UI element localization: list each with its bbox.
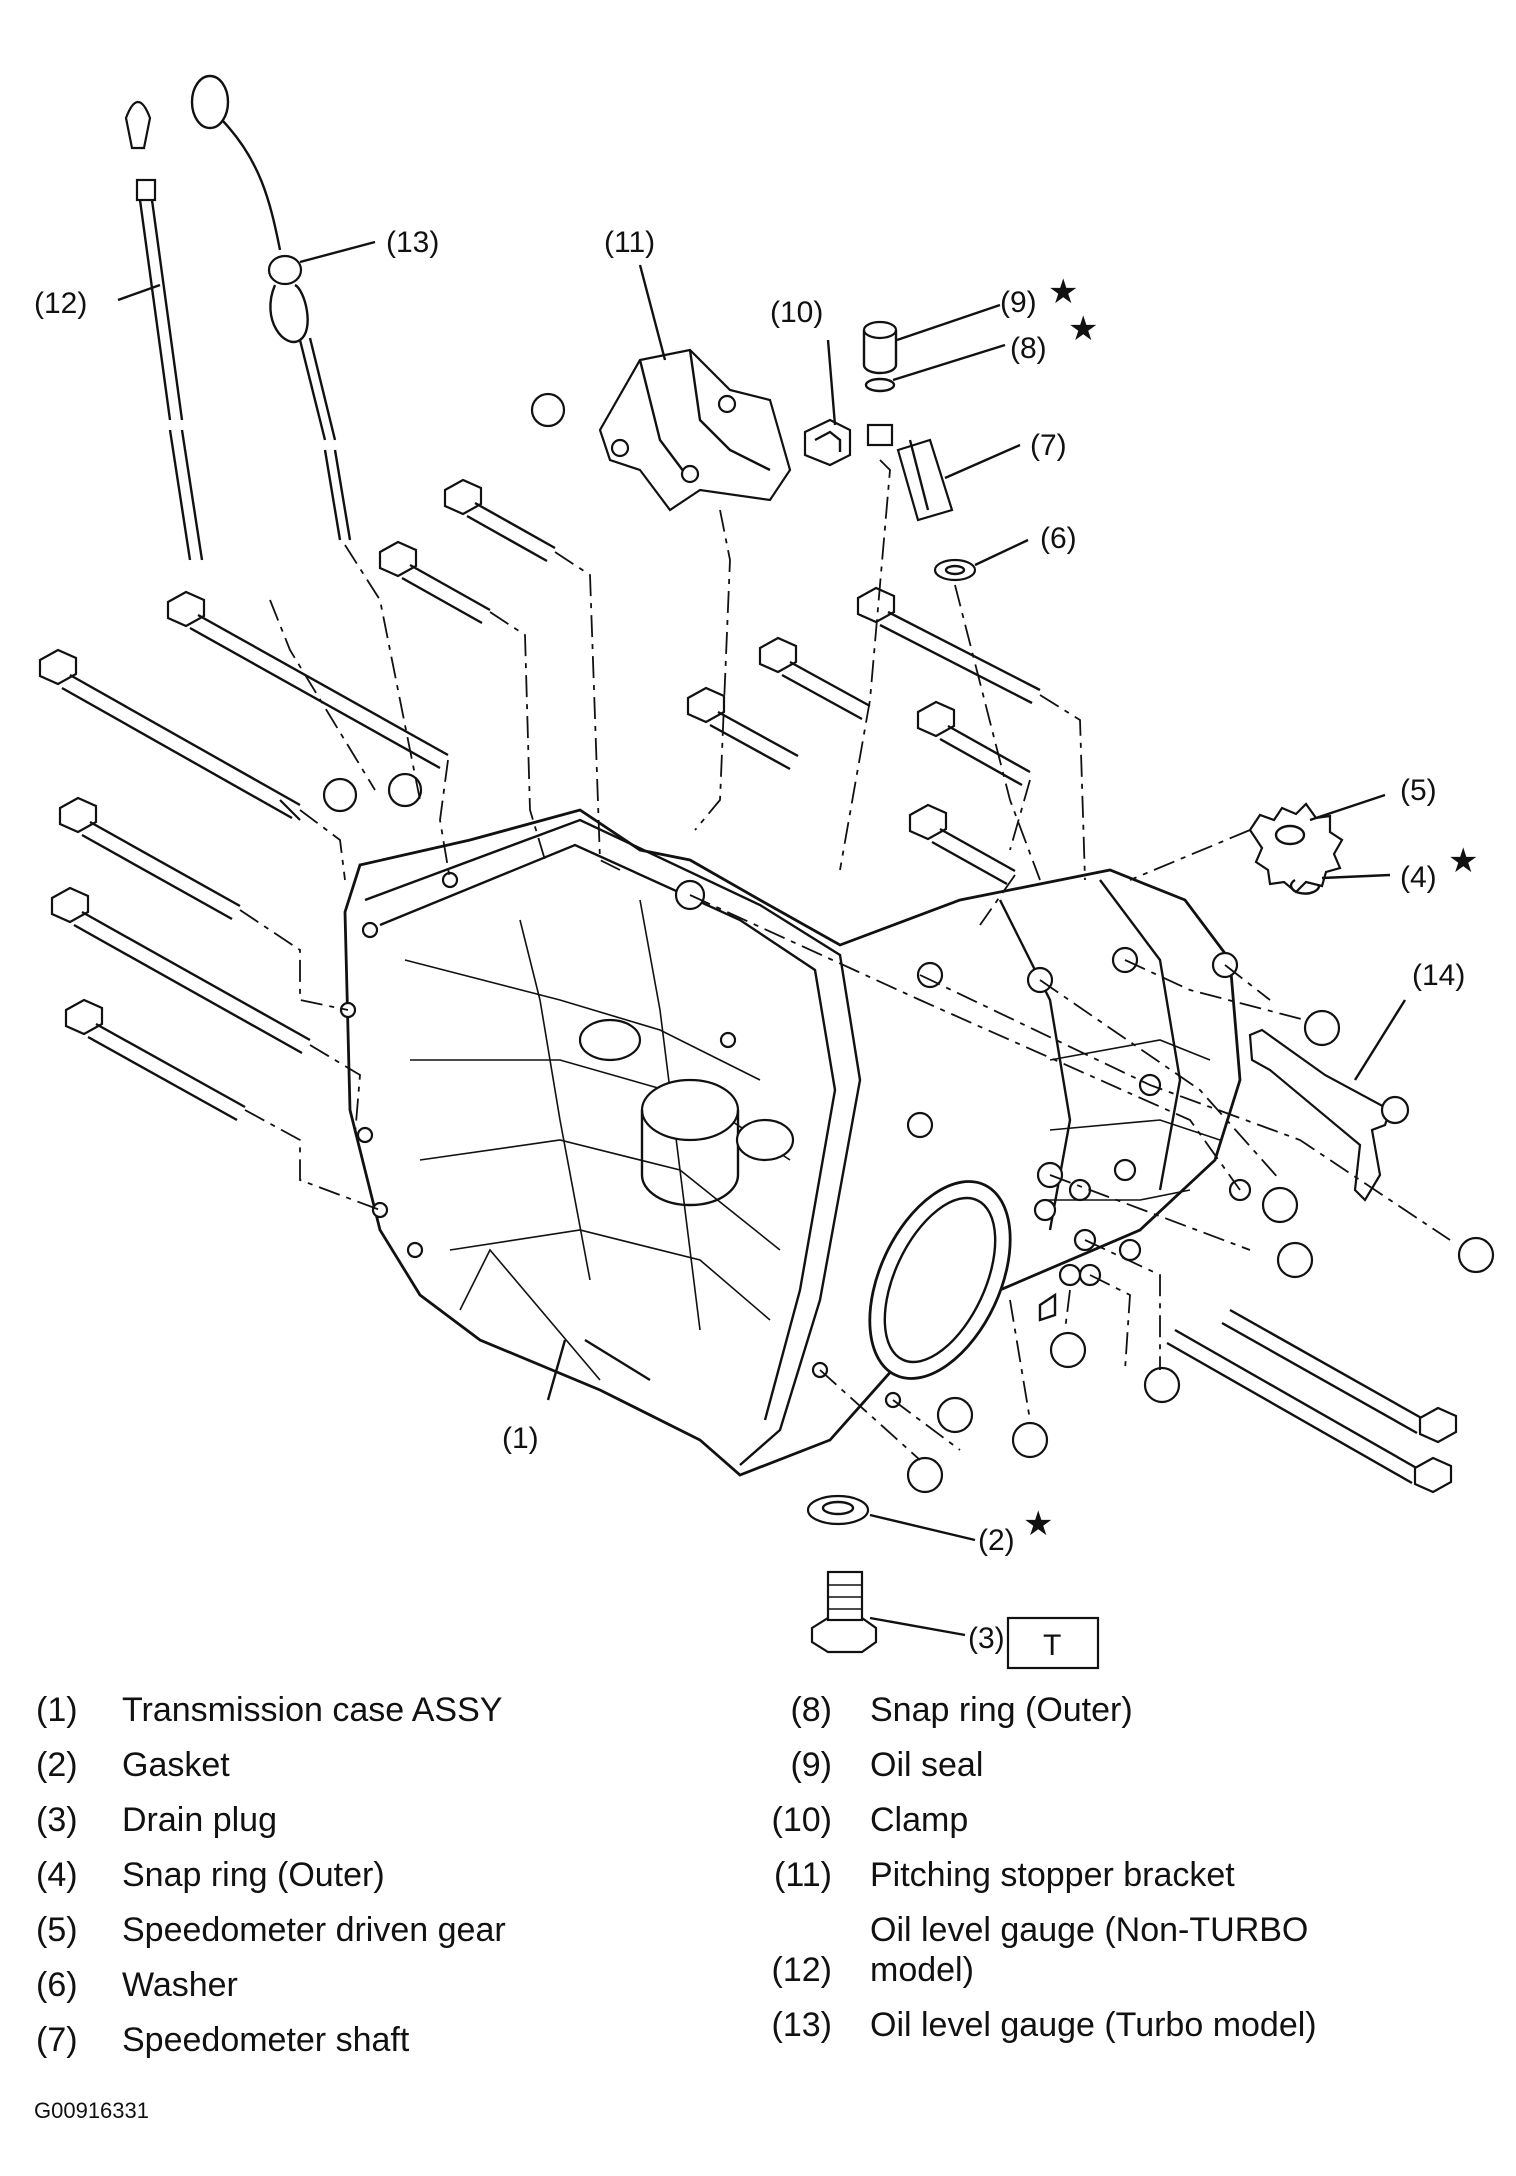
- bolt: [38, 648, 301, 821]
- parts-legend: (1) Transmission case ASSY (2) Gasket (3) D…: [0, 1690, 1516, 2090]
- legend-text: Speedometer driven gear: [122, 1911, 506, 1949]
- legend-text: Clamp: [870, 1801, 969, 1839]
- leader-lines: [117, 240, 1407, 1637]
- legend-item: (4) Snap ring (Outer): [36, 1855, 736, 1895]
- callout-14: (14): [1412, 959, 1465, 992]
- legend-number: (7): [36, 2021, 78, 2059]
- bolt: [64, 998, 246, 1122]
- legend-number: (8): [790, 1691, 832, 1729]
- legend-item: (7) Speedometer shaft: [36, 2020, 736, 2060]
- legend-number: (2): [36, 1746, 78, 1784]
- oil-level-gauge-non-turbo: [124, 100, 204, 561]
- legend-text: Washer: [122, 1966, 238, 2004]
- star-8: ★: [1068, 309, 1098, 349]
- legend-number: (3): [36, 1801, 78, 1839]
- bolt: [758, 636, 871, 721]
- gasket: [806, 1494, 870, 1526]
- callout-6: (6): [1040, 522, 1077, 555]
- callout-7: (7): [1030, 429, 1067, 462]
- bolt: [443, 478, 556, 563]
- speedometer-assembly: [862, 320, 977, 582]
- legend-item: (13) Oil level gauge (Turbo model): [728, 2005, 1488, 2045]
- pitching-stopper-bracket: [598, 348, 792, 512]
- bolt: [58, 796, 241, 921]
- bracket: [1248, 1028, 1410, 1202]
- bolt: [908, 803, 1016, 886]
- legend-number: (4): [36, 1856, 78, 1894]
- legend-text: Pitching stopper bracket: [870, 1856, 1235, 1894]
- legend-number: (5): [36, 1911, 78, 1949]
- legend-right-column: (8) Snap ring (Outer) (9) Oil seal (10) Cla…: [728, 1690, 1488, 2060]
- legend-text: Transmission case ASSY: [122, 1691, 503, 1729]
- legend-text: Gasket: [122, 1746, 230, 1784]
- callout-1: (1): [502, 1422, 539, 1455]
- snap-ring-outer: [1289, 878, 1321, 895]
- legend-text: Drain plug: [122, 1801, 277, 1839]
- bolt: [686, 686, 799, 771]
- torque-box-label: T: [1043, 1629, 1061, 1662]
- legend-item: (6) Washer: [36, 1965, 736, 2005]
- oil-level-gauge-turbo: [190, 74, 352, 541]
- legend-text: Speedometer shaft: [122, 2021, 410, 2059]
- callout-3: (3): [968, 1622, 1005, 1655]
- legend-number: (6): [36, 1966, 78, 2004]
- star-2: ★: [1023, 1504, 1053, 1544]
- legend-number: (1): [36, 1691, 78, 1729]
- legend-number: (10): [771, 1801, 832, 1839]
- legend-item: (5) Speedometer driven gear: [36, 1910, 736, 1950]
- bolt: [166, 590, 449, 770]
- speedometer-driven-gear: [1248, 802, 1344, 894]
- exploded-view-diagram: (12) (13) (11) (10) (9) ★ (8) ★ (7) (6) …: [34, 74, 1495, 1670]
- bolt: [856, 586, 1041, 705]
- callout-10: (10): [770, 296, 823, 329]
- star-4: ★: [1448, 841, 1478, 881]
- legend-left-column: (1) Transmission case ASSY (2) Gasket (3) D…: [36, 1690, 736, 2075]
- callout-8: (8): [1010, 332, 1047, 365]
- legend-text: Oil level gauge (Non-TURBO model): [870, 1911, 1309, 1989]
- bolt: [378, 540, 491, 625]
- legend-item: (3) Drain plug: [36, 1800, 736, 1840]
- callout-12: (12): [34, 287, 87, 320]
- assembly-lines: [239, 459, 1451, 1461]
- legend-text: Snap ring (Outer): [122, 1856, 385, 1894]
- callout-2: (2): [978, 1524, 1015, 1557]
- figure-id: G00916331: [34, 2098, 149, 2123]
- transmission-case-assy: [339, 808, 1252, 1477]
- clamp: [803, 418, 852, 467]
- callout-13: (13): [386, 226, 439, 259]
- legend-item: (9) Oil seal: [728, 1745, 1488, 1785]
- callout-4: (4): [1400, 861, 1437, 894]
- legend-text: Oil level gauge (Turbo model): [870, 2006, 1317, 2044]
- legend-number: (12): [771, 1951, 832, 1989]
- case-bolts-right: [686, 586, 1495, 1494]
- case-bolts-left: [38, 392, 566, 1122]
- legend-number: (9): [790, 1746, 832, 1784]
- drain-plug: [810, 1570, 878, 1654]
- legend-item: (12) Oil level gauge (Non-TURBO model): [728, 1910, 1488, 1990]
- legend-text: Oil seal: [870, 1746, 984, 1784]
- case-bolts-lower-right: [1166, 1308, 1458, 1494]
- bolt: [916, 700, 1031, 787]
- legend-item: (1) Transmission case ASSY: [36, 1690, 736, 1730]
- callout-9: (9): [1000, 286, 1037, 319]
- star-9: ★: [1048, 272, 1078, 312]
- legend-item: (8) Snap ring (Outer): [728, 1690, 1488, 1730]
- callout-11: (11): [604, 226, 655, 259]
- legend-number: (11): [774, 1856, 832, 1894]
- legend-item: (2) Gasket: [36, 1745, 736, 1785]
- legend-item: (11) Pitching stopper bracket: [728, 1855, 1488, 1895]
- torque-box: [1006, 1616, 1100, 1670]
- legend-item: (10) Clamp: [728, 1800, 1488, 1840]
- legend-number: (13): [771, 2006, 832, 2044]
- bolt: [50, 886, 311, 1055]
- legend-text: Snap ring (Outer): [870, 1691, 1133, 1729]
- callout-5: (5): [1400, 774, 1437, 807]
